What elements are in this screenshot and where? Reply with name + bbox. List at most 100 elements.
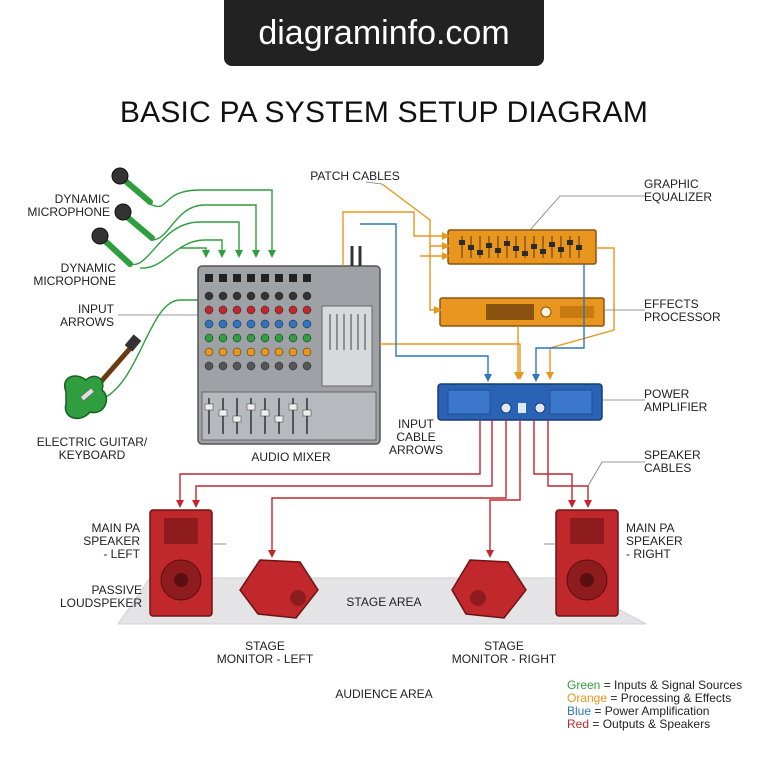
channel-knob [218,361,228,371]
channel-knob [204,305,214,315]
channel-knob [218,347,228,357]
legend-text: = Processing & Effects [607,691,732,705]
channel-knob [204,333,214,343]
fader-cap [274,415,284,423]
legend-item-orange: Orange = Processing & Effects [567,691,731,705]
channel-knob [232,361,242,371]
channel-knob [218,333,228,343]
channel-knob [246,305,256,315]
channel-knob [260,305,270,315]
channel-knob [274,333,284,343]
label-patch-cables: PATCH CABLES [310,169,400,183]
channel-knob [288,305,298,315]
legend-key: Orange [567,691,608,705]
channel-knob [246,361,256,371]
speaker-cables [176,420,592,558]
legend-text: = Outputs & Speakers [589,717,711,731]
stage-monitor-right [451,559,527,619]
channel-knob [288,319,298,329]
channel-knob [274,305,284,315]
channel-knob [218,291,228,301]
label-electric-guitar: ELECTRIC GUITAR/KEYBOARD [36,435,148,462]
eq-slider-cap [486,243,492,248]
eq-slider-cap [522,251,528,256]
channel-knob [204,347,214,357]
effects-processor [439,297,605,327]
label-stage-area: STAGE AREA [346,595,422,609]
label-audio-mixer: AUDIO MIXER [251,450,331,464]
legend-item-blue: Blue = Power Amplification [567,704,709,718]
channel-knob [302,361,312,371]
legend-key: Red [567,717,590,731]
channel-knob [274,291,284,301]
electric-guitar [63,334,142,420]
channel-knob [260,333,270,343]
eq-slider-cap [459,240,465,245]
channel-knob [246,347,256,357]
legend-key: Blue [567,704,592,718]
xlr-input [205,274,213,282]
legend-item-green: Green = Inputs & Signal Sources [567,678,742,692]
xlr-input [303,274,311,282]
channel-knob [232,305,242,315]
microphone-2 [114,203,155,241]
channel-knob [260,361,270,371]
channel-knob [274,361,284,371]
channel-knob [274,347,284,357]
microphone-1 [111,167,153,205]
channel-knob [288,333,298,343]
channel-knob [232,333,242,343]
channel-knob [218,319,228,329]
fader-cap [246,403,256,411]
channel-knob [246,291,256,301]
fader-cap [204,403,214,411]
audio-mixer [197,265,381,445]
site-banner: diagraminfo.com [224,0,544,66]
eq-slider-cap [558,247,564,252]
channel-knob [274,319,284,329]
eq-slider-cap [549,242,555,247]
channel-knob [302,347,312,357]
channel-knob [260,291,270,301]
eq-slider-cap [540,249,546,254]
fader-cap [288,403,298,411]
eq-slider-cap [567,240,573,245]
page-title: BASIC PA SYSTEM SETUP DIAGRAM [119,96,649,129]
main-speaker-left [149,509,213,617]
legend-text: = Power Amplification [591,704,710,718]
fader-cap [302,409,312,417]
channel-knob [302,319,312,329]
xlr-input [233,274,241,282]
channel-knob [232,319,242,329]
fader-cap [260,409,270,417]
power-amplifier [437,383,603,421]
xlr-input [289,274,297,282]
channel-knob [246,333,256,343]
channel-knob [204,291,214,301]
patch-cables [342,183,615,380]
channel-knob [302,291,312,301]
xlr-input [219,274,227,282]
channel-knob [288,361,298,371]
channel-knob [232,291,242,301]
channel-knob [260,347,270,357]
channel-knob [246,319,256,329]
channel-knob [204,319,214,329]
eq-slider-cap [504,241,510,246]
channel-knob [232,347,242,357]
channel-knob [260,319,270,329]
eq-slider-cap [468,245,474,250]
eq-slider-cap [513,246,519,251]
channel-knob [288,347,298,357]
